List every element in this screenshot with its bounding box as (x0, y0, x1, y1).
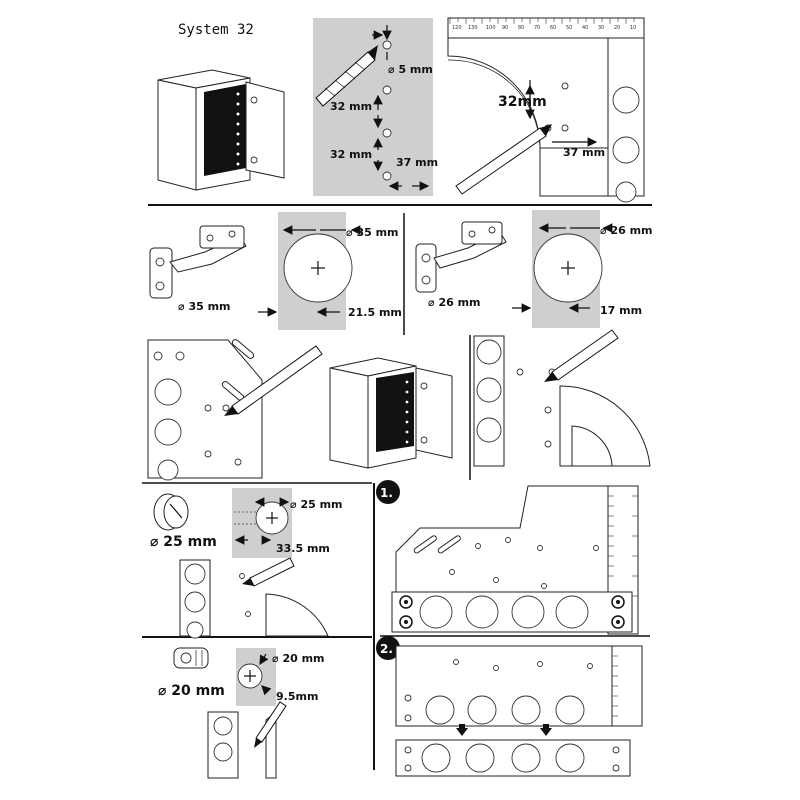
dowel-connector-illustration: ⌀ 20 mm (158, 647, 225, 699)
cup-26-diameter: ⌀ 26 mm (600, 224, 653, 237)
step-2-number: 2. (380, 642, 393, 656)
pencil-icon (544, 329, 619, 382)
square-horizontal-offset: 37 mm (563, 146, 605, 159)
edge-offset-label: 37 mm (396, 156, 438, 169)
hinge-26-cup-panel: ⌀ 26 mm 17 mm (512, 210, 653, 328)
drill-spacing-panel: ⌀ 5 mm 32 mm 32 mm 37 mm (313, 18, 438, 196)
cam-template-strip (179, 557, 329, 639)
pencil-icon (455, 124, 552, 195)
cam-connector-illustration: ⌀ 25 mm (150, 493, 217, 550)
template-with-pencil-left (147, 339, 323, 481)
drill-bit-icon (315, 45, 378, 107)
ruler-tick: 70 (534, 25, 540, 31)
cam-edge-offset: 33.5 mm (276, 542, 330, 555)
cam-hole-diameter: ⌀ 25 mm (290, 498, 343, 511)
hinge-35-label: ⌀ 35 mm (178, 300, 231, 313)
section-dividers (142, 204, 652, 770)
hinge-35-illustration: ⌀ 35 mm (149, 225, 247, 313)
dowel-template-strip (207, 701, 287, 779)
cam-hole-panel: ⌀ 25 mm 33.5 mm (232, 488, 343, 558)
dowel-hole-panel: ⌀ 20 mm 9.5mm (236, 648, 325, 706)
template-with-protractor-right (473, 329, 651, 467)
spacing-label-2: 32 mm (330, 148, 372, 161)
pencil-icon (242, 557, 295, 587)
drill-diameter-label: ⌀ 5 mm (388, 63, 433, 76)
ruler-tick: 20 (614, 25, 620, 31)
step-2-assembly (395, 645, 643, 777)
ruler-tick: 100 (486, 25, 496, 31)
hinge-26-label: ⌀ 26 mm (428, 296, 481, 309)
cabinet-illustration-2 (329, 357, 453, 469)
dowel-edge-offset: 9.5mm (276, 690, 318, 703)
step-1-assembly (391, 485, 639, 635)
cup-26-offset: 17 mm (600, 304, 642, 317)
cup-35-diameter: ⌀ 35 mm (346, 226, 399, 239)
ruler-tick: 120 (452, 25, 462, 31)
step-1-number: 1. (380, 486, 393, 500)
dowel-label: ⌀ 20 mm (158, 683, 225, 699)
ruler-tick: 130 (468, 25, 478, 31)
ruler-tick: 40 (582, 25, 588, 31)
cabinet-illustration (157, 69, 285, 191)
step-2-badge: 2. (376, 636, 400, 660)
page-title: System 32 (178, 22, 254, 38)
ruler-tick: 90 (502, 25, 508, 31)
hinge-26-illustration: ⌀ 26 mm (415, 221, 507, 309)
cup-35-offset: 21.5 mm (348, 306, 402, 319)
hinge-35-cup-panel: ⌀ 35 mm 21.5 mm (258, 212, 402, 330)
ruler-tick: 80 (518, 25, 524, 31)
cam-label: ⌀ 25 mm (150, 534, 217, 550)
ruler-tick: 10 (630, 25, 636, 31)
pencil-icon (224, 345, 323, 416)
ruler-tick: 60 (550, 25, 556, 31)
ruler-tick: 50 (566, 25, 572, 31)
square-vertical-offset: 32mm (498, 94, 547, 110)
step-1-badge: 1. (376, 480, 400, 504)
square-template: 120 130 100 90 80 70 60 50 40 30 20 10 (447, 17, 645, 203)
spacing-label-1: 32 mm (330, 100, 372, 113)
pencil-icon (254, 701, 287, 748)
dowel-hole-diameter: ⌀ 20 mm (272, 652, 325, 665)
ruler-tick: 30 (598, 25, 604, 31)
